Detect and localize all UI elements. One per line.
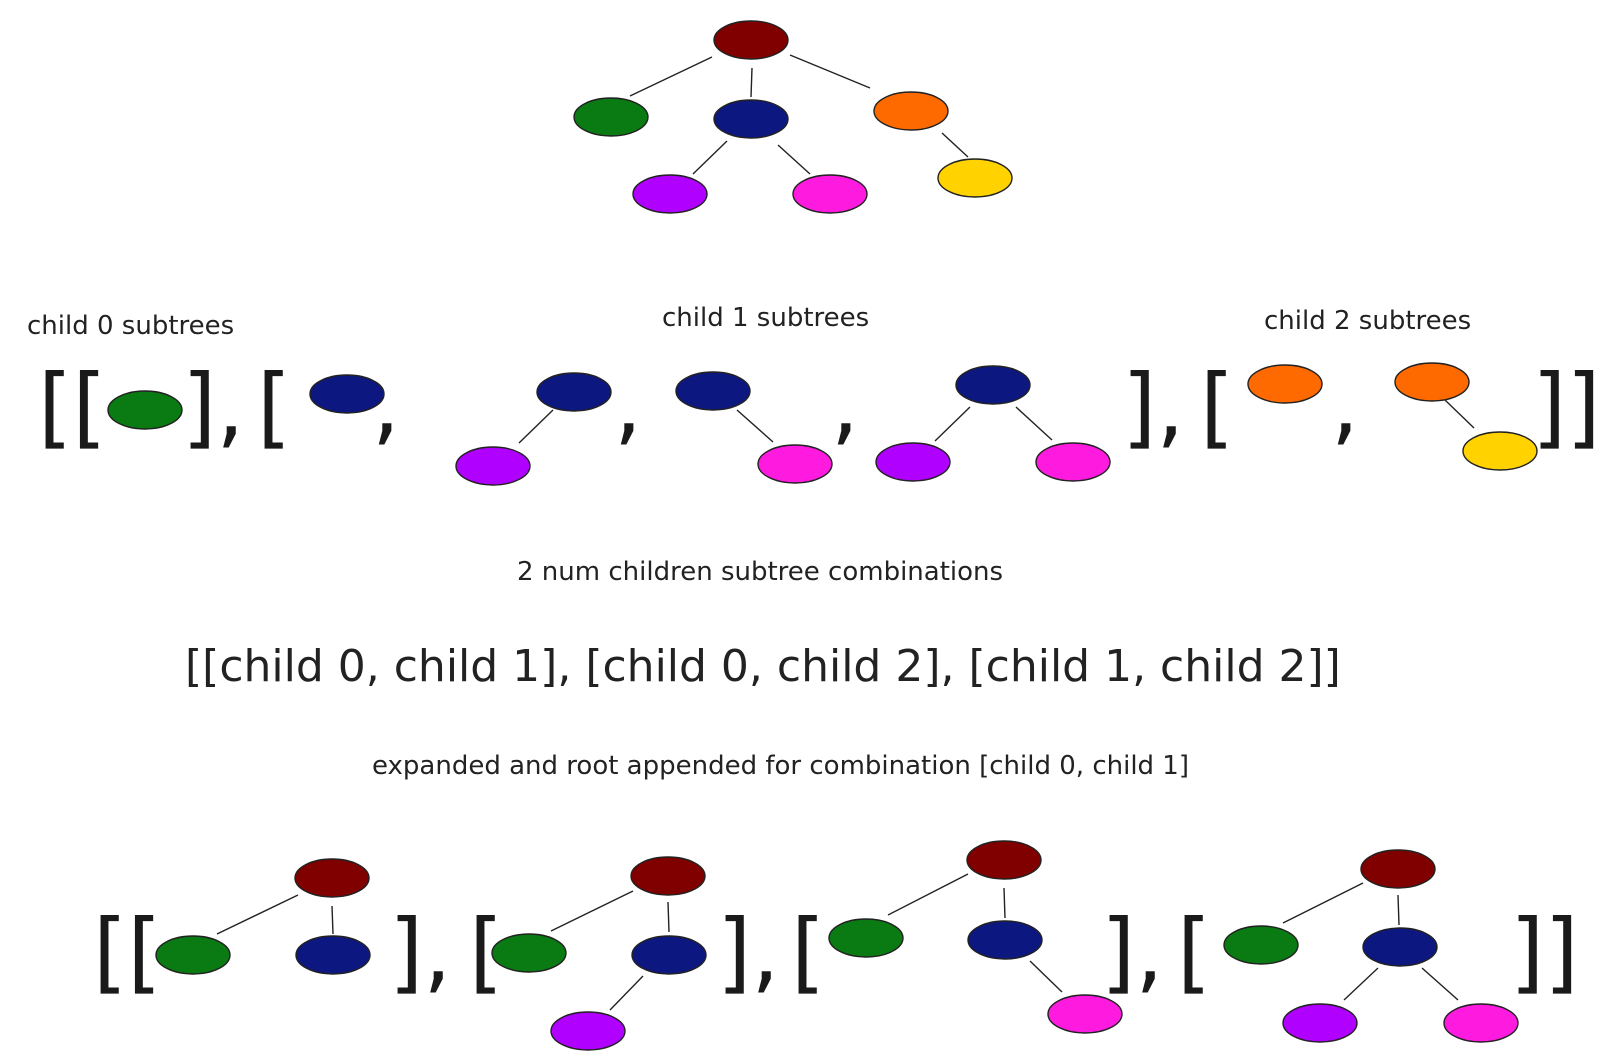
tree-edge [934, 406, 971, 442]
tree-edge [1343, 967, 1379, 1001]
close-double-bracket: ]] [1532, 355, 1600, 458]
open-bracket: [ [791, 900, 825, 1003]
child2-subtree-single-node [1247, 364, 1323, 404]
tree-edge [331, 905, 334, 935]
close-bracket-comma: ], [182, 355, 244, 458]
open-double-bracket: [[ [93, 900, 162, 1003]
child1-node [967, 920, 1043, 960]
open-bracket: [ [257, 355, 291, 458]
open-double-bracket: [[ [38, 355, 107, 458]
full-tree [573, 20, 1013, 214]
child1-node [713, 99, 789, 139]
child1-subtree-node [675, 371, 751, 411]
tree-edge [692, 140, 728, 175]
root-node [966, 840, 1042, 880]
close-double-bracket: ]] [1510, 900, 1579, 1003]
expanded-title: expanded and root appended for combinati… [372, 751, 1189, 781]
tree-edge [518, 409, 554, 444]
close-bracket-comma: ], [1101, 900, 1163, 1003]
comma: , [372, 352, 400, 455]
tree-edge [667, 901, 670, 933]
expanded-combinations-row: [[ ], [ ], [ ], [ [93, 840, 1579, 1051]
magenta-node [1035, 442, 1111, 482]
tree-edge [887, 873, 969, 916]
tree-edge [1282, 882, 1364, 924]
child0-subtrees-label: child 0 subtrees [27, 311, 234, 341]
grandchild-magenta-node [792, 174, 868, 214]
combinations-title: 2 num children subtree combinations [517, 557, 1003, 587]
comma: , [614, 352, 642, 455]
magenta-node [1443, 1003, 1519, 1043]
tree-edge [216, 894, 299, 935]
child1-subtree-node [536, 372, 612, 412]
tree-edge [629, 56, 713, 97]
child0-node [491, 933, 567, 973]
tree-edge [1421, 967, 1459, 1001]
root-node [630, 856, 706, 896]
comma: , [1331, 352, 1359, 455]
root-node [1360, 849, 1436, 889]
close-bracket-comma: ], [1122, 355, 1184, 458]
tree-edge [1029, 960, 1063, 993]
purple-node [875, 442, 951, 482]
tree-edge [550, 890, 634, 932]
tree-edge [750, 67, 753, 98]
child0-node [155, 935, 231, 975]
yellow-node [1462, 431, 1538, 471]
combinations-list: [[child 0, child 1], [child 0, child 2],… [185, 641, 1341, 692]
open-bracket: [ [1200, 355, 1234, 458]
tree-edge [1397, 894, 1400, 926]
close-bracket-comma: ], [389, 900, 451, 1003]
tree-edge [1003, 887, 1006, 919]
tree-edge [736, 409, 774, 443]
child1-node [1362, 927, 1438, 967]
tree-edge [941, 132, 969, 158]
purple-node [550, 1011, 626, 1051]
tree-edge [777, 144, 811, 175]
purple-node [455, 446, 531, 486]
grandchild-yellow-node [937, 158, 1013, 198]
child2-subtrees-label: child 2 subtrees [1264, 306, 1471, 336]
tree-edge [1015, 406, 1053, 441]
child0-node [828, 918, 904, 958]
magenta-node [1047, 994, 1123, 1034]
purple-node [1282, 1003, 1358, 1043]
root-node [294, 858, 370, 898]
child0-node [1223, 925, 1299, 965]
grandchild-purple-node [632, 174, 708, 214]
child0-node [573, 97, 649, 137]
tree-edge [609, 975, 644, 1011]
root-node [713, 20, 789, 60]
comma: , [831, 352, 859, 455]
child1-subtrees-label: child 1 subtrees [662, 303, 869, 333]
close-bracket-comma: ], [717, 900, 779, 1003]
child1-subtree-node [955, 365, 1031, 405]
child1-node [631, 935, 707, 975]
child2-subtree-node [1394, 362, 1470, 402]
tree-edge [1444, 399, 1475, 429]
subtree-list-row: [[ ], [ , , , ], [ , ]] [38, 352, 1600, 486]
child1-node [295, 935, 371, 975]
tree-edge [789, 54, 871, 89]
magenta-node [757, 444, 833, 484]
child1-subtree-single-node [309, 374, 385, 414]
open-bracket: [ [1177, 900, 1211, 1003]
child0-subtree-node [107, 390, 183, 430]
child2-node [873, 91, 949, 131]
